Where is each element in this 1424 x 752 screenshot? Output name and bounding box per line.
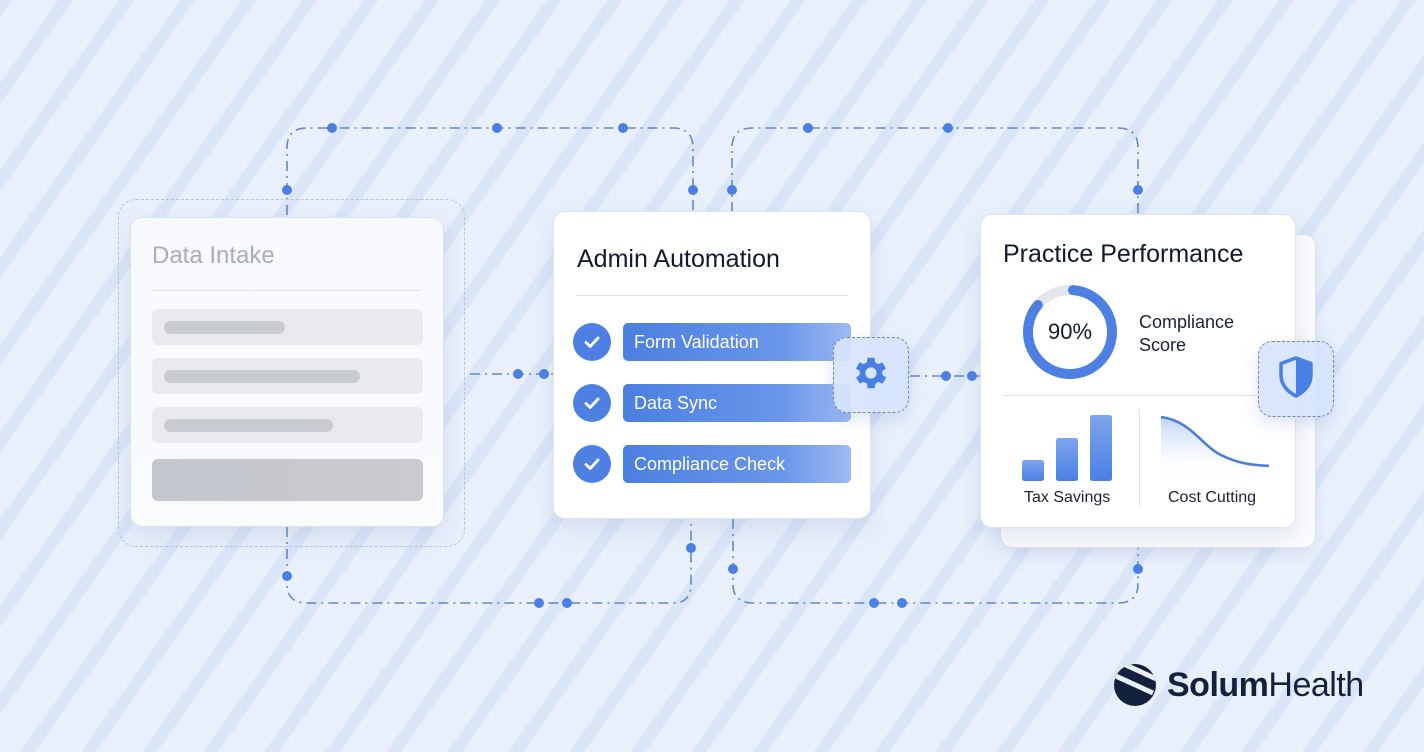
task-label: Data Sync [623,384,851,422]
tax-savings-label: Tax Savings [1024,489,1111,506]
data-intake-card[interactable]: Data Intake [130,217,444,527]
task-label: Compliance Check [623,445,851,483]
admin-automation-title: Admin Automation [577,245,780,273]
divider [152,290,422,291]
placeholder-bar [164,370,360,383]
practice-performance-card[interactable]: Practice Performance 90% Compliance Scor… [980,214,1296,528]
admin-automation-card[interactable]: Admin Automation Form Validation Data Sy… [553,211,871,519]
checkmark-icon [573,323,611,361]
compliance-score-label: Compliance Score [1139,311,1234,357]
security-shield-badge[interactable] [1258,341,1334,417]
cost-cutting-label: Cost Cutting [1168,489,1257,506]
data-intake-title: Data Intake [152,242,275,269]
brand-name-bold: Solum [1167,665,1269,704]
intake-field-2[interactable] [152,358,423,394]
gear-icon [850,352,892,399]
brand-name-light: Health [1268,665,1364,704]
task-form-validation[interactable]: Form Validation [573,323,853,361]
intake-submit-button[interactable] [152,459,423,501]
task-compliance-check[interactable]: Compliance Check [573,445,853,483]
divider [1003,395,1273,396]
score-label-line2: Score [1139,335,1187,355]
compliance-gauge [1023,285,1117,379]
intake-field-3[interactable] [152,407,423,443]
divider [577,295,848,296]
task-data-sync[interactable]: Data Sync [573,384,853,422]
automation-settings-badge[interactable] [833,337,909,413]
solumhealth-logo: SolumHealth [1113,662,1364,708]
brand-name: SolumHealth [1167,666,1364,705]
placeholder-bar [164,321,285,334]
practice-performance-title: Practice Performance [1003,240,1244,268]
shield-icon [1276,355,1316,404]
solumhealth-logo-icon [1114,664,1156,706]
checkmark-icon [573,384,611,422]
intake-field-1[interactable] [152,309,423,345]
score-label-line1: Compliance [1139,312,1235,332]
placeholder-bar [164,419,333,432]
tax-savings-bar-chart-icon [1022,415,1112,481]
task-label: Form Validation [623,323,851,361]
cost-cutting-trend-icon [1161,415,1270,481]
checkmark-icon [573,445,611,483]
vertical-divider [1139,409,1140,507]
gauge-value: 90% [1047,319,1093,344]
data-intake-outline [118,199,465,547]
